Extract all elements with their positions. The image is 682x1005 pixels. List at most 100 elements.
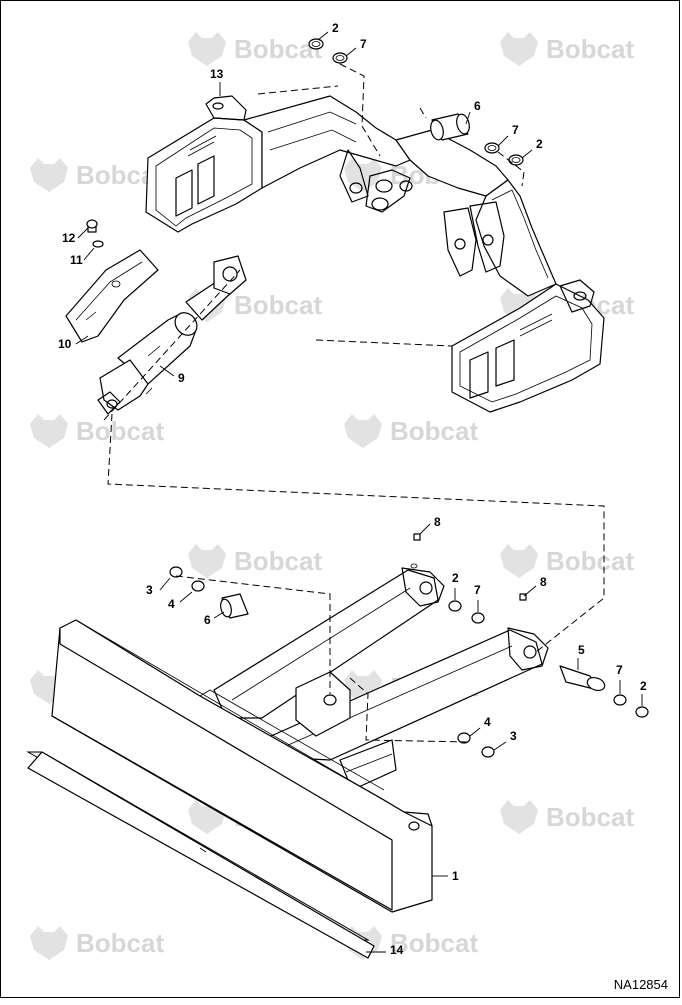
callout-label: 6 [204, 613, 211, 627]
callout-label: 8 [434, 515, 441, 529]
bolt-12 [86, 219, 98, 233]
watermark-bobcat-logo: Bobcat [188, 544, 322, 578]
callout-label: 12 [62, 231, 76, 245]
callout-5: 5 [577, 643, 585, 670]
dozer-blade-part-1 [51, 619, 433, 913]
bobcat-head-icon [30, 158, 68, 192]
callout-leader-line [465, 111, 471, 125]
callout-13: 13 [210, 67, 224, 96]
watermark-text: Bobcat [546, 802, 634, 832]
callout-7: 7 [474, 583, 481, 612]
callout-leader-line [497, 135, 509, 147]
callout-label: 3 [510, 729, 517, 743]
callout-leader-line [521, 149, 533, 159]
callout-leader-line [469, 727, 481, 737]
callout-leader-line [213, 611, 225, 619]
watermark-text: Bobcat [390, 928, 478, 958]
bobcat-head-icon [30, 926, 68, 960]
watermark-bobcat-logo: Bobcat [500, 800, 634, 834]
watermark-text: Bobcat [390, 416, 478, 446]
watermark-bobcat-logo: Bobcat [30, 926, 164, 960]
callout-7: 7 [497, 123, 519, 147]
callout-label: 14 [390, 943, 404, 957]
callout-2: 2 [640, 679, 647, 706]
callout-label: 9 [178, 371, 185, 385]
ring-lower-center-4 [457, 732, 471, 744]
watermark-bobcat-logo: Bobcat [30, 414, 164, 448]
callout-leader-line [75, 335, 89, 345]
bobcat-head-icon [500, 800, 538, 834]
o-ring-lower-center-7 [471, 612, 485, 624]
callout-14: 14 [366, 943, 404, 957]
bobcat-head-icon [344, 414, 382, 448]
callout-label: 11 [70, 253, 83, 267]
callout-label: 2 [640, 679, 647, 693]
hydraulic-cylinder-9 [97, 255, 247, 415]
watermark-bobcat-logo: Bobcat [30, 158, 164, 192]
watermark-text: Bobcat [76, 416, 164, 446]
callout-leader-line [159, 577, 171, 591]
callout-label: 7 [360, 37, 367, 51]
callout-6: 6 [204, 611, 225, 627]
watermark-bobcat-logo: Bobcat [500, 32, 634, 66]
callout-label: 7 [616, 663, 623, 677]
callout-label: 7 [474, 583, 481, 597]
callout-3: 3 [146, 577, 171, 597]
callout-label: 7 [512, 123, 519, 137]
callout-label: 10 [58, 337, 72, 351]
pin-lower-left-6 [220, 593, 249, 619]
callout-8: 8 [419, 515, 441, 535]
callout-label: 2 [536, 137, 543, 151]
cutting-edge-part-14 [26, 751, 375, 959]
callout-7: 7 [345, 37, 367, 57]
callout-10: 10 [58, 335, 89, 351]
callout-leader-line [419, 523, 431, 535]
callout-leader-line [83, 247, 95, 261]
pin-lower-right-5 [559, 665, 606, 692]
callout-7: 7 [616, 663, 623, 694]
ring-lower-left-4 [191, 580, 205, 592]
callout-label: 3 [146, 583, 153, 597]
watermark-text: Bobcat [234, 546, 322, 576]
watermark-bobcat-logo: Bobcat [500, 544, 634, 578]
callout-label: 13 [210, 67, 224, 81]
callout-label: 4 [168, 597, 175, 611]
callout-2: 2 [521, 137, 543, 159]
push-frame-arms [213, 563, 549, 791]
callout-label: 1 [452, 869, 459, 883]
callout-4: 4 [469, 715, 491, 737]
ring-lower-center-3 [481, 746, 495, 758]
bobcat-head-icon [500, 32, 538, 66]
drawing-number: NA12854 [613, 977, 668, 992]
seal-lower-right-2 [635, 706, 649, 718]
callout-3: 3 [493, 729, 517, 751]
watermark-text: Bobcat [546, 34, 634, 64]
callout-1: 1 [432, 869, 459, 883]
assembly-dashed-lines [103, 63, 605, 743]
callout-leader-line [345, 47, 357, 57]
callout-label: 4 [484, 715, 491, 729]
callout-label: 8 [540, 575, 547, 589]
callout-label: 5 [578, 643, 585, 657]
callout-4: 4 [168, 591, 193, 611]
bobcat-head-icon [188, 544, 226, 578]
watermark-text: Bobcat [546, 546, 634, 576]
callout-leader-line [179, 591, 193, 603]
callout-leader-line [317, 31, 329, 41]
callout-8: 8 [523, 575, 547, 597]
watermark-bobcat-logo: Bobcat [188, 32, 322, 66]
callout-label: 6 [474, 99, 481, 113]
watermark-bobcat-logo: Bobcat [344, 414, 478, 448]
o-ring-top-7 [332, 52, 348, 64]
seal-ring-right-2 [508, 154, 524, 166]
callout-2: 2 [317, 21, 339, 41]
bobcat-head-icon [188, 32, 226, 66]
callout-label: 2 [332, 21, 339, 35]
callout-2: 2 [452, 571, 459, 600]
watermark-text: Bobcat [234, 290, 322, 320]
callout-leader-line [159, 365, 175, 377]
cylinder-cover-10 [65, 249, 159, 343]
callout-label: 2 [452, 571, 459, 585]
main-frame-part-13 [145, 95, 605, 413]
callout-6: 6 [465, 99, 481, 125]
